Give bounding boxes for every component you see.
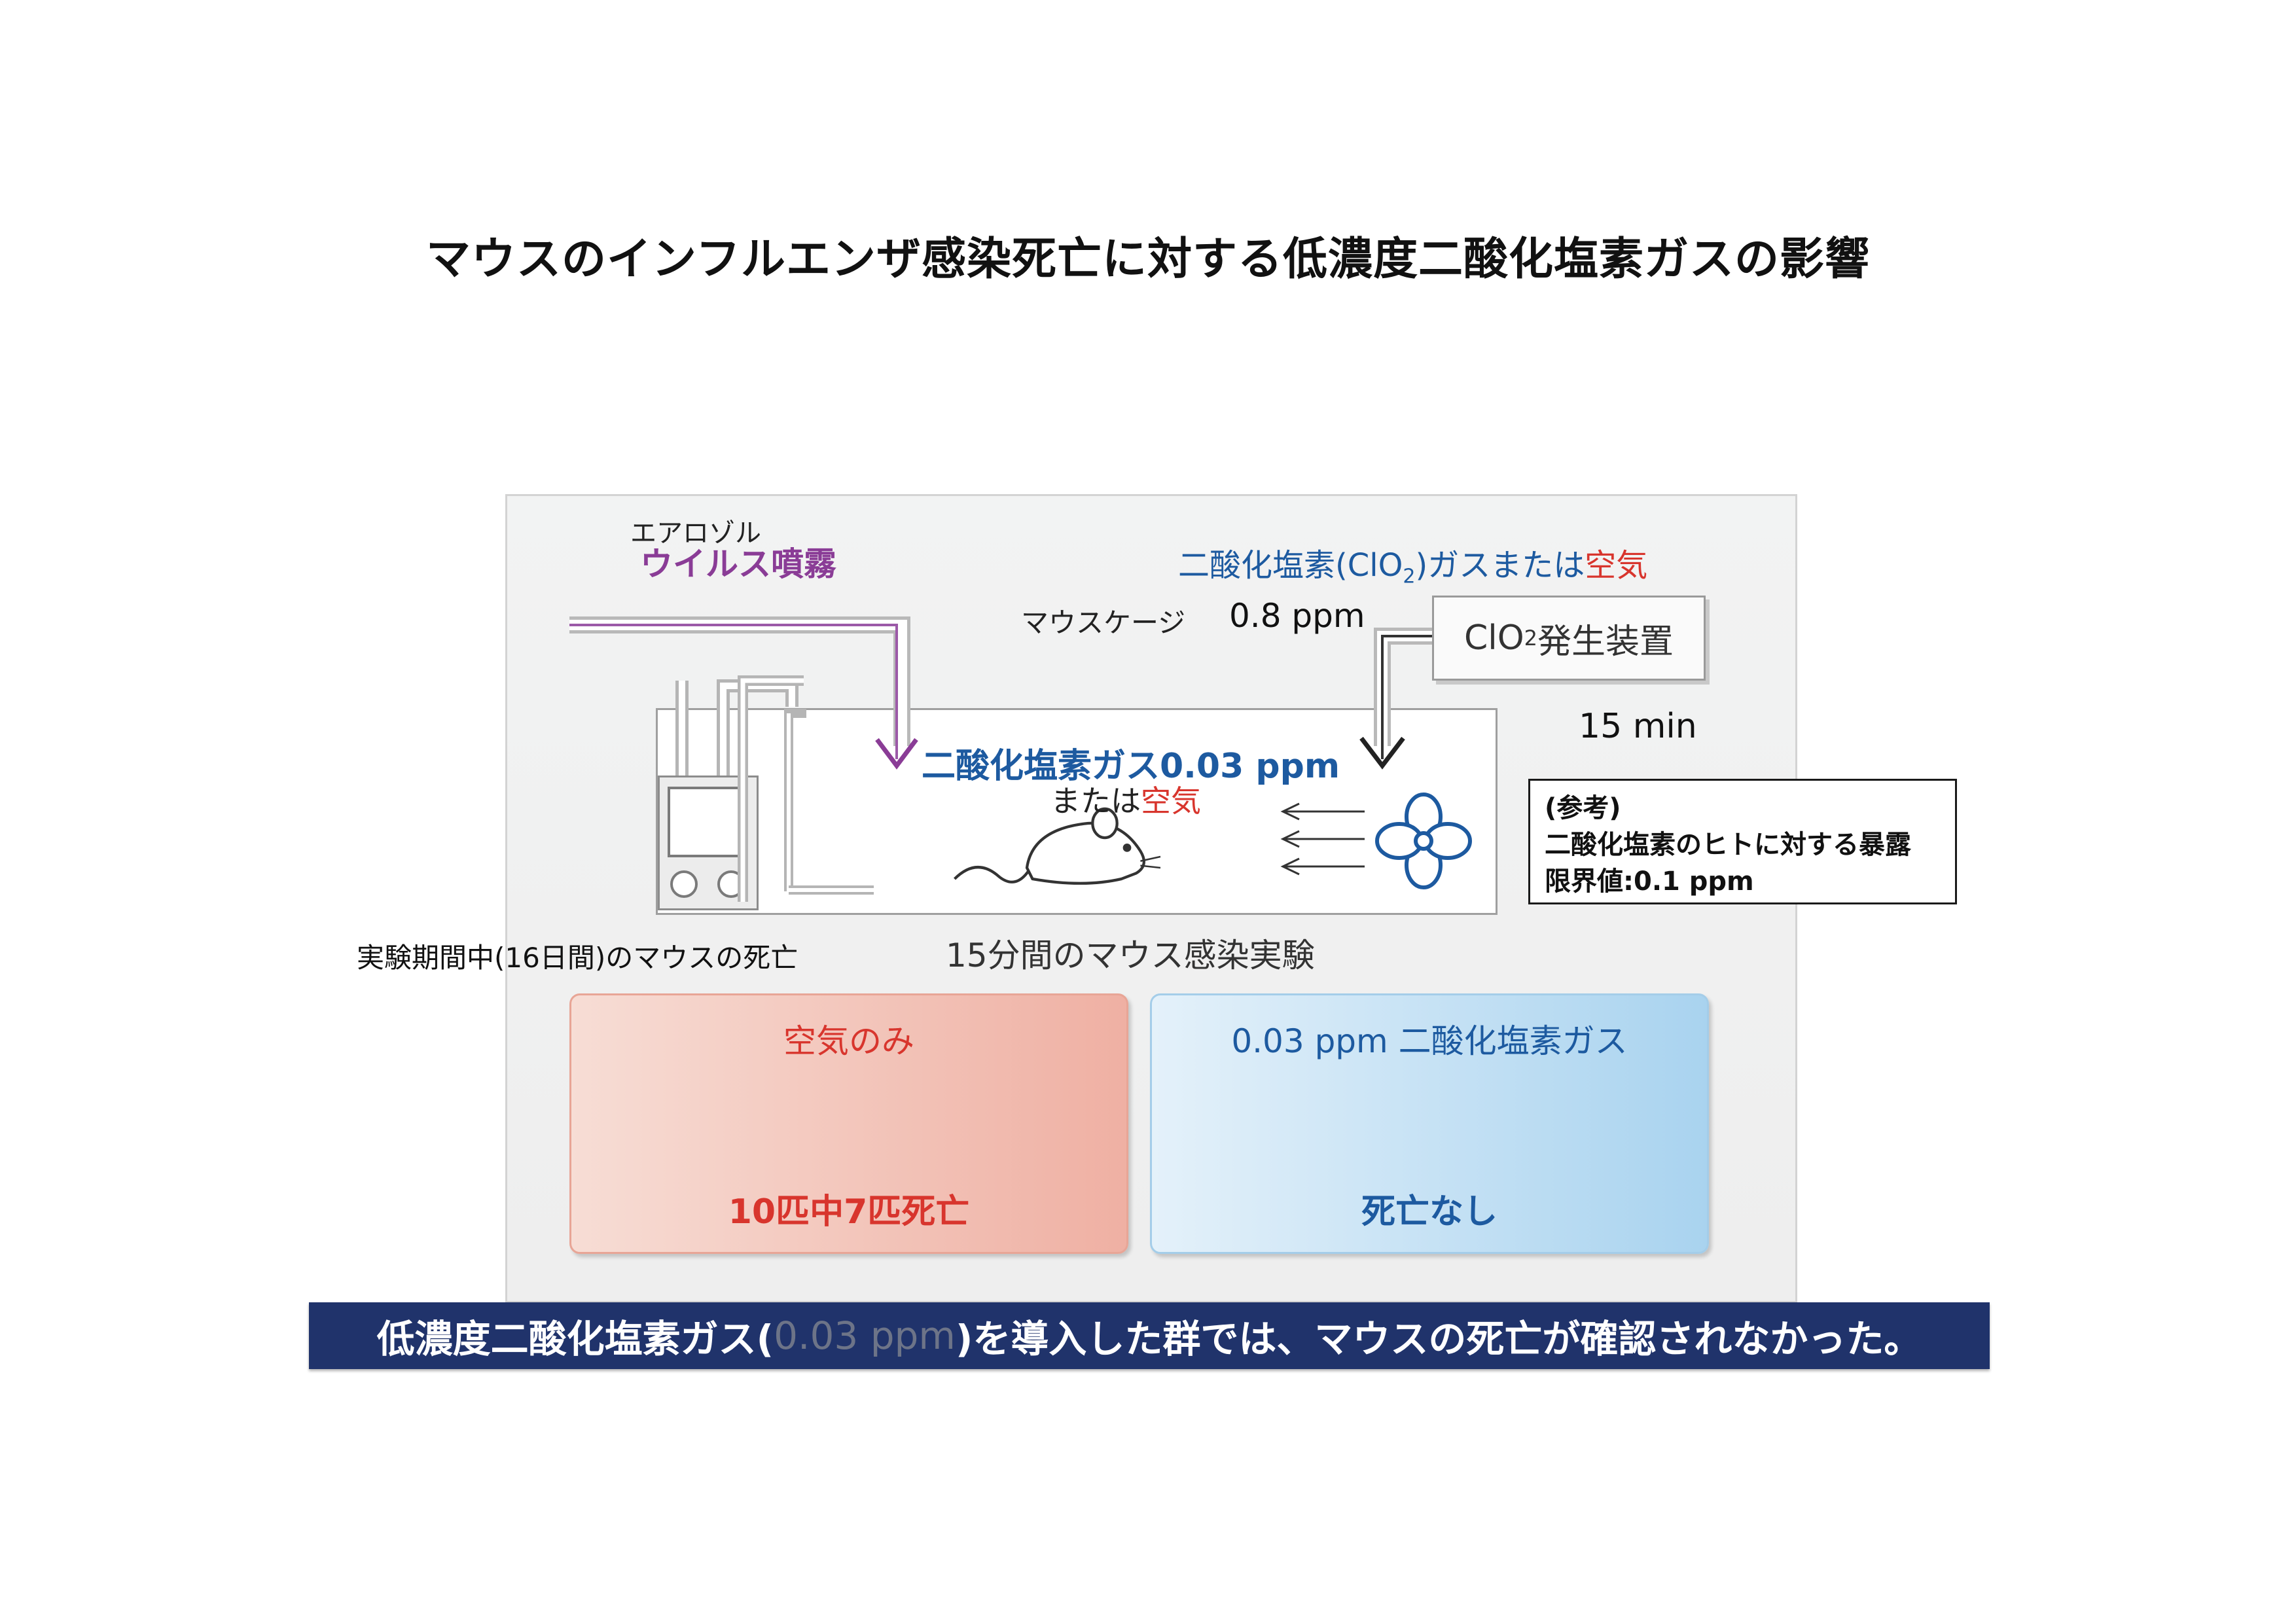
air-group-title: 空気のみ	[783, 1022, 914, 1060]
virus-spray-label: ウイルス噴霧	[640, 545, 836, 583]
clo2-source-air: 空気	[1585, 547, 1648, 584]
mouse-cage-label: マウスケージ	[1021, 607, 1186, 639]
spray-pipe	[569, 616, 918, 770]
banner-part2: )を導入した群では、マウスの死亡が確認されなかった。	[955, 1317, 1922, 1361]
concentration-08-label: 0.8 ppm	[1229, 597, 1365, 635]
reference-note: (参考) 二酸化塩素のヒトに対する暴露 限界値:0.1 ppm	[1528, 779, 1957, 904]
chamber-air-text: 空気	[1141, 783, 1201, 819]
conclusion-banner: 低濃度二酸化塩素ガス(0.03 ppm)を導入した群では、マウスの死亡が確認され…	[309, 1302, 1990, 1369]
air-only-group: 空気のみ 10匹中7匹死亡	[569, 993, 1128, 1254]
aerosol-label: エアロゾル	[630, 518, 761, 548]
fan-icon	[1375, 793, 1472, 889]
clo2-source-label: 二酸化塩素(ClO2)ガスまたは空気	[1178, 539, 1647, 588]
clo2-pipe	[1359, 628, 1432, 770]
clo2-source-part2: )ガスまたは	[1415, 547, 1585, 584]
chamber-gas-label: 二酸化塩素ガス0.03 ppm	[922, 747, 1340, 786]
clo2-source-part1: 二酸化塩素(ClO	[1178, 547, 1403, 584]
redaction-patch	[344, 301, 1126, 340]
controller-pipes	[675, 675, 874, 902]
reference-heading: (参考)	[1545, 793, 1621, 823]
page-title: マウスのインフルエンザ感染死亡に対する低濃度二酸化塩素ガスの影響	[426, 234, 1870, 285]
clo2-gas-group: 0.03 ppm 二酸化塩素ガス 死亡なし	[1150, 993, 1709, 1254]
reference-line: 二酸化塩素のヒトに対する暴露	[1545, 830, 1911, 860]
gas-group-result: 死亡なし	[1361, 1192, 1498, 1232]
reference-limit: 限界値:0.1 ppm	[1545, 866, 1754, 897]
device-part2: 発生装置	[1537, 622, 1674, 662]
chamber-or-label: または空気	[1050, 777, 1201, 821]
duration-label: 15 min	[1579, 707, 1697, 746]
banner-part1: 低濃度二酸化塩素ガス(	[376, 1317, 774, 1361]
airflow-arrows	[1280, 802, 1365, 876]
experiment-label: 15分間のマウス感染実験	[946, 936, 1315, 974]
gas-group-title: 0.03 ppm 二酸化塩素ガス	[1231, 1022, 1628, 1060]
chamber-or-text: または	[1050, 783, 1141, 819]
mouse-icon	[953, 807, 1161, 885]
banner-highlight: 0.03 ppm	[774, 1313, 956, 1358]
device-part1: ClO	[1463, 618, 1524, 658]
redaction-patch	[101, 243, 218, 279]
device-sub: 2	[1524, 626, 1538, 651]
air-group-result: 10匹中7匹死亡	[728, 1192, 970, 1232]
mortality-period-label: 実験期間中(16日間)のマウスの死亡	[357, 942, 798, 974]
controller-knob	[670, 870, 698, 898]
controller-screen	[668, 787, 746, 857]
clo2-source-sub: 2	[1403, 565, 1416, 588]
